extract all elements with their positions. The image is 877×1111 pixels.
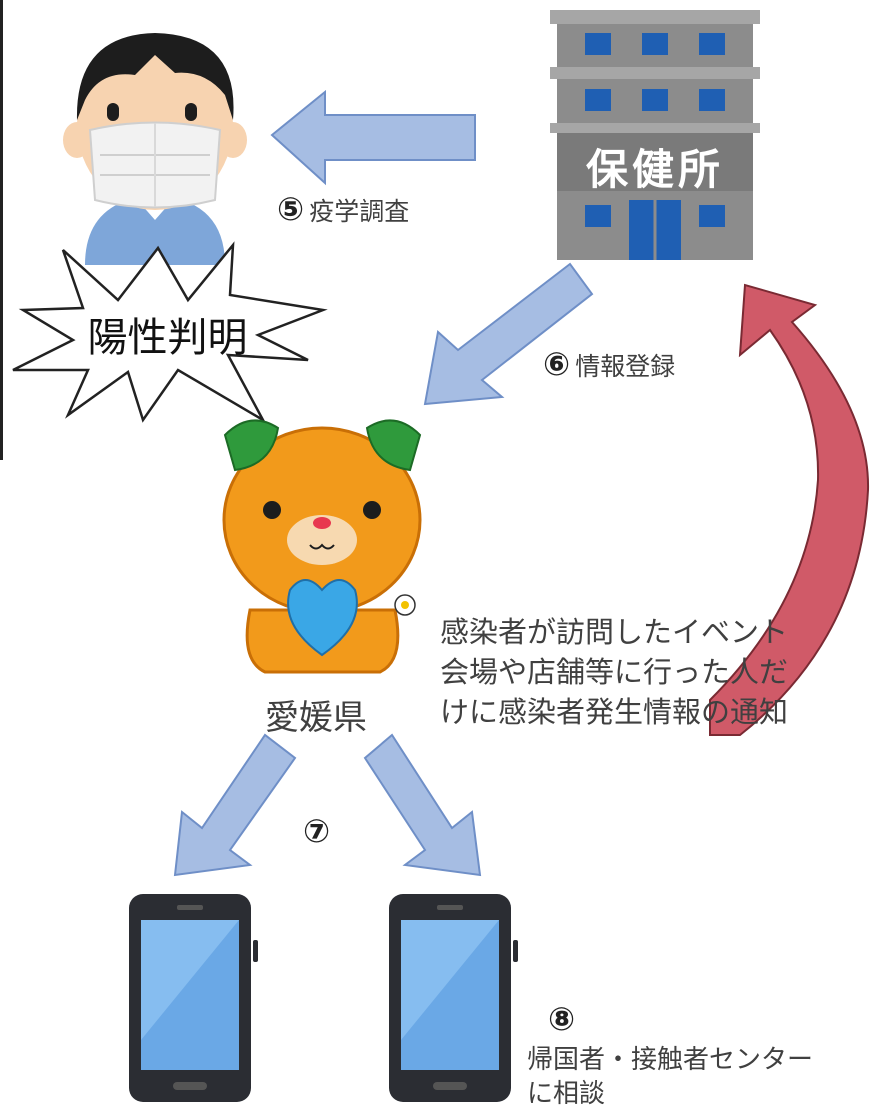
step8-label-line2: に相談 — [527, 1079, 606, 1109]
step6-number: ⑥ — [543, 345, 571, 383]
masked-person-illustration — [63, 33, 247, 265]
step8-label-line1: 帰国者・接触者センター — [527, 1045, 814, 1075]
mascot-caption: 愛媛県 — [265, 698, 367, 738]
ehime-mascot-illustration — [222, 419, 422, 674]
health-center-building-illustration — [550, 10, 760, 260]
notice-text: 感染者が訪問したイベント 会場や店舗等に行った人だ けに感染者発生情報の通知 — [440, 612, 788, 732]
step5-label-group: ⑤ 疫学調査 — [277, 190, 409, 228]
notice-line-1: 感染者が訪問したイベント — [440, 615, 789, 649]
step7-number: ⑦ — [303, 812, 331, 850]
smartphone-right-illustration — [389, 894, 518, 1102]
notice-line-2: 会場や店舗等に行った人だ — [440, 655, 789, 689]
arrow-notify-left — [173, 733, 297, 877]
notice-line-3: けに感染者発生情報の通知 — [440, 695, 789, 729]
positive-burst-text: 陽性判明 — [87, 315, 248, 361]
arrow-info-registration — [423, 262, 594, 406]
arrow-notify-right — [363, 733, 482, 877]
step8-label: 帰国者・接触者センター に相談 — [527, 1043, 877, 1111]
step8-number: ⑧ — [548, 1000, 576, 1038]
health-center-sign: 保健所 — [585, 145, 724, 194]
step5-number: ⑤ — [277, 190, 305, 228]
step6-label: 情報登録 — [575, 352, 676, 381]
arrow-consult-red — [709, 283, 870, 736]
arrow-epidemiological-survey — [270, 90, 476, 186]
positive-burst-shape — [12, 241, 328, 424]
smartphone-left-illustration — [129, 894, 258, 1102]
step5-label: 疫学調査 — [309, 197, 410, 226]
step6-label-group: ⑥ 情報登録 — [543, 345, 675, 383]
left-border-line — [0, 0, 3, 460]
